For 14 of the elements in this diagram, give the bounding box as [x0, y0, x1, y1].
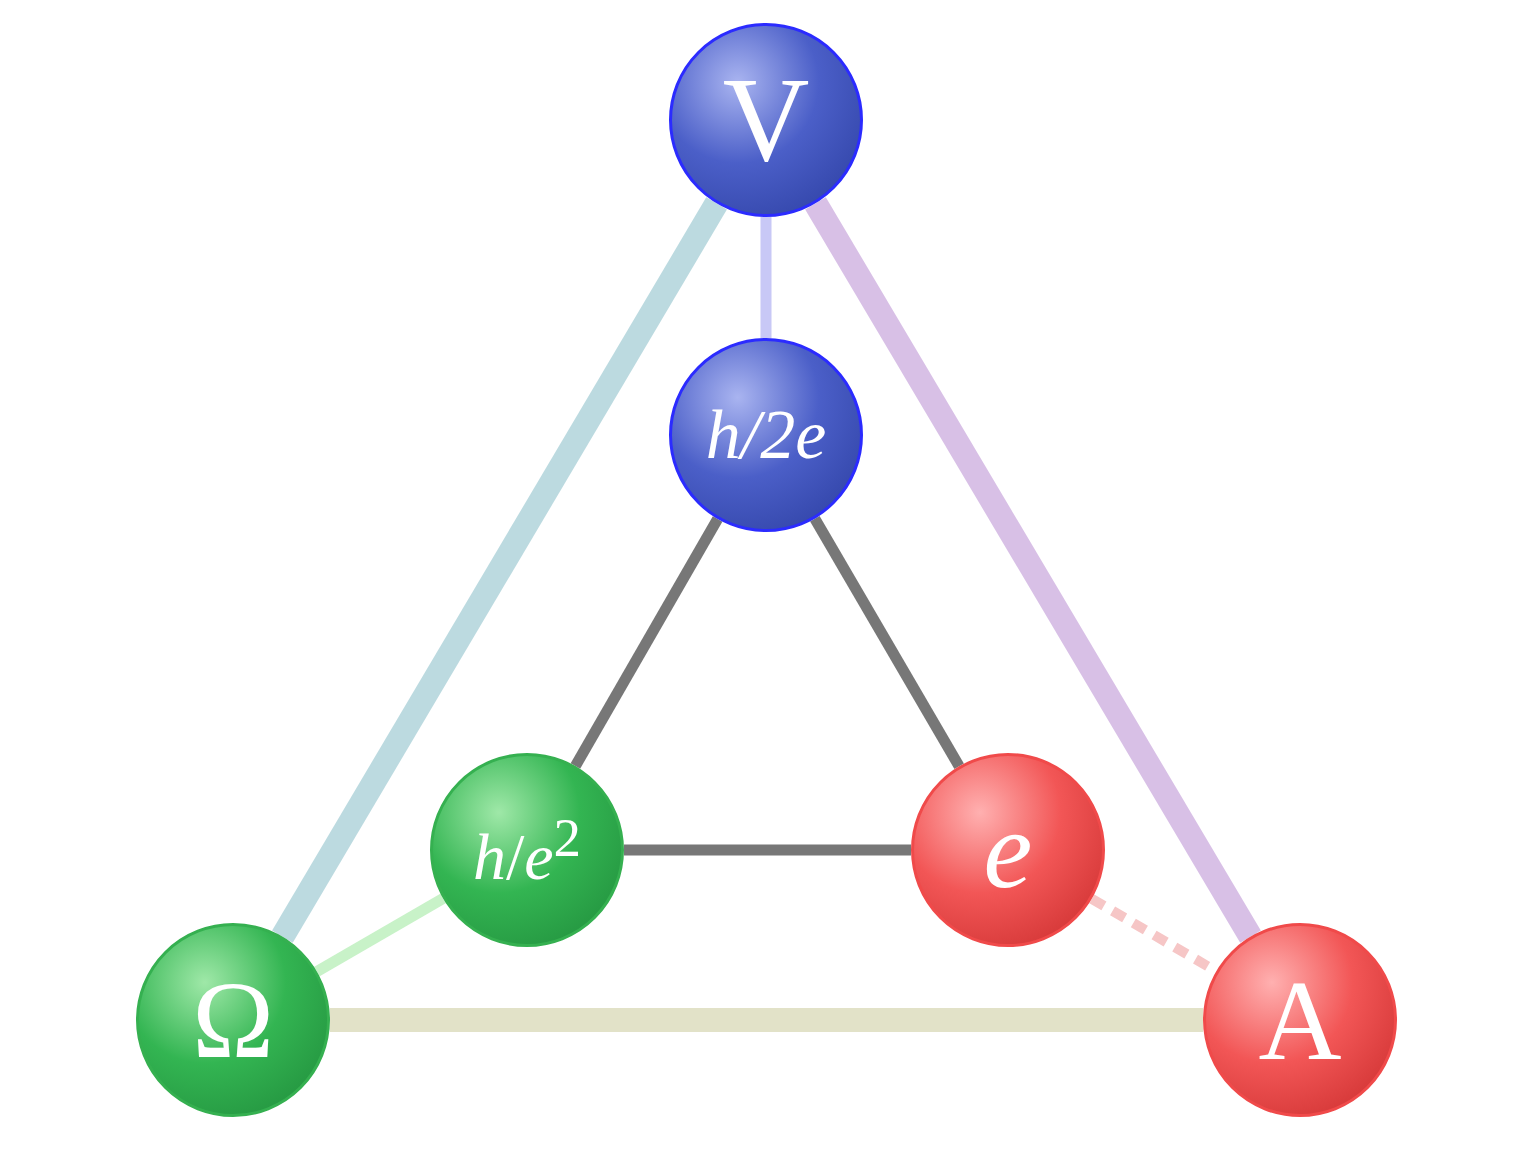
symbol-label: V — [722, 60, 810, 180]
connector-line — [570, 516, 723, 769]
symbol-label: h/2e — [705, 400, 827, 470]
connector-line — [810, 516, 964, 769]
symbol-label: h/e$^{2}$ — [472, 810, 582, 890]
connector-line — [272, 197, 727, 943]
symbol-label: Ω — [192, 965, 274, 1075]
connector-line — [624, 844, 911, 856]
connector-line — [330, 1008, 1203, 1032]
symbol-label: e — [983, 795, 1033, 905]
connector-line — [314, 893, 446, 977]
connector-line — [760, 217, 772, 338]
connector-line — [805, 197, 1261, 943]
symbol-label: A — [1258, 962, 1342, 1078]
